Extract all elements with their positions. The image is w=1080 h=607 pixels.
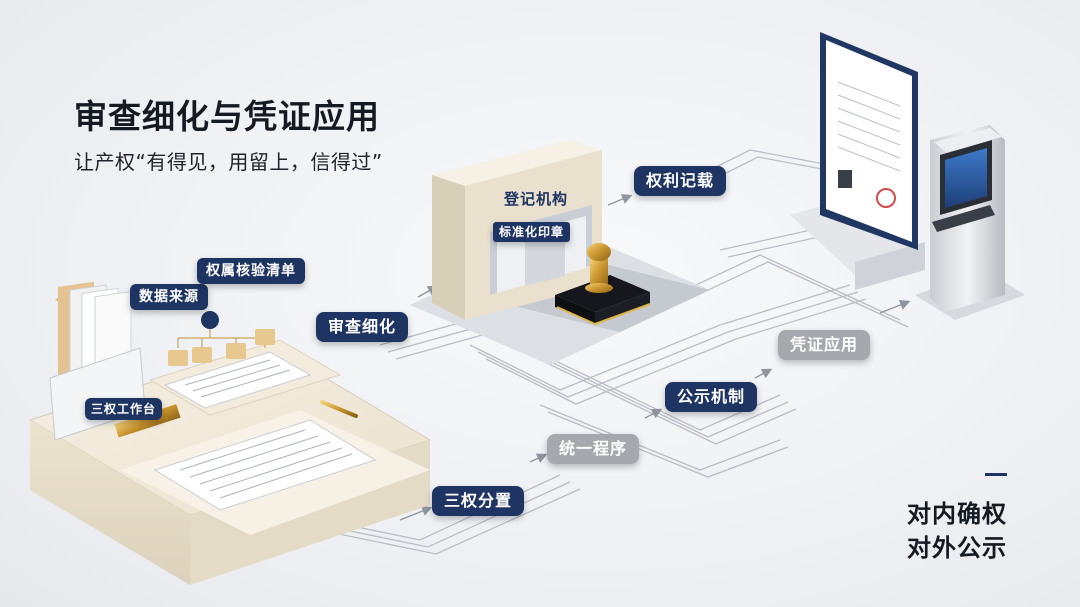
certificate-stand <box>790 32 925 290</box>
caption-line-external: 对外公示 <box>907 534 1007 562</box>
review-step-tag: 审查细化 <box>316 312 409 342</box>
stamp-label: 标准化印章 <box>493 222 571 242</box>
voucher-use-step-tag: 凭证应用 <box>778 330 871 360</box>
unified-procedure-step-tag: 统一程序 <box>547 434 640 464</box>
separation-step-tag: 三权分置 <box>432 486 525 516</box>
public-notice-step-tag: 公示机制 <box>665 382 758 412</box>
kiosk <box>915 125 1025 320</box>
workstation-tray-label: 三权工作台 <box>85 398 163 420</box>
rights-record-step-tag: 权利记载 <box>634 166 727 196</box>
stamp <box>555 243 651 325</box>
document-papers <box>114 351 377 511</box>
page-subtitle: 让产权“有得见，用留上，信得过” <box>74 150 383 174</box>
data-source-label: 数据来源 <box>130 284 208 310</box>
page-title: 审查细化与凭证应用 <box>74 97 380 136</box>
caption-accent-bar <box>985 473 1007 476</box>
org-tree <box>168 311 275 366</box>
caption-line-internal: 对内确权 <box>907 500 1007 528</box>
checklist-label: 权属核验清单 <box>197 258 305 284</box>
registry-building-label: 登记机构 <box>504 190 569 208</box>
workstation-desk <box>28 339 432 585</box>
